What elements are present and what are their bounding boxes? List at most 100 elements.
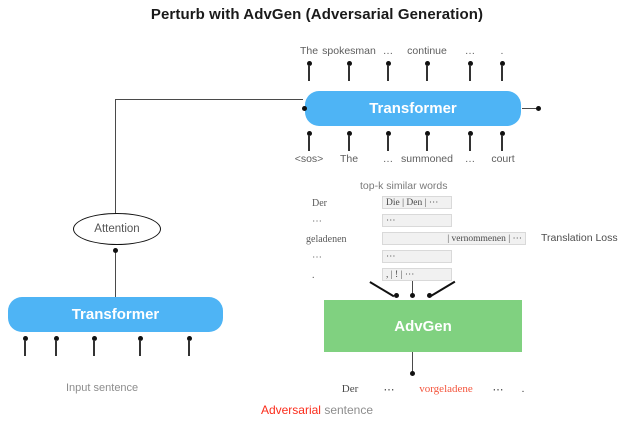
- decoder-input-tokens: <sos> The … summoned … court: [295, 131, 531, 165]
- tick-stem: [387, 65, 389, 81]
- decoder-output-tick: [422, 61, 432, 81]
- decoder-left-port-dot: [302, 106, 307, 111]
- tick-head: [467, 131, 473, 136]
- decoder-input-token: …: [464, 153, 476, 165]
- tick-stem: [24, 340, 26, 356]
- tick-stem: [348, 65, 350, 81]
- adversarial-caption-highlight: Adversarial: [260, 403, 321, 417]
- tick-stem: [308, 135, 310, 151]
- topk-source-word: ⋯: [312, 252, 322, 263]
- decoder-output-token: The: [299, 45, 319, 57]
- tick-stem: [308, 65, 310, 81]
- adversarial-token: Der: [341, 383, 359, 395]
- decoder-output-stub-line: [522, 108, 538, 110]
- tick-stem: [501, 65, 503, 81]
- encoder-to-attention-arrowhead: [113, 248, 118, 253]
- tick-head: [91, 336, 97, 341]
- topk-source-word: ⋯: [312, 216, 322, 227]
- encoder-input-tick: [51, 336, 61, 356]
- adversarial-output-tokens: Der ⋯ vorgeladene ⋯ .: [306, 383, 536, 401]
- decoder-output-tokens: The spokesman … continue … .: [296, 45, 526, 85]
- tick-stem: [387, 135, 389, 151]
- advgen-to-output-line: [412, 352, 414, 374]
- tick-head: [467, 61, 473, 66]
- decoder-output-token: …: [382, 45, 394, 57]
- decoder-input-tick: [422, 131, 432, 151]
- decoder-input-tick: [344, 131, 354, 151]
- decoder-transformer-block[interactable]: Transformer: [305, 91, 521, 126]
- topk-to-advgen-right-arrowhead: [427, 293, 432, 298]
- topk-to-advgen-left-arrowhead: [394, 293, 399, 298]
- decoder-input-tick: [497, 131, 507, 151]
- tick-head: [306, 131, 312, 136]
- tick-head: [385, 131, 391, 136]
- decoder-output-token: …: [464, 45, 476, 57]
- tick-stem: [469, 135, 471, 151]
- decoder-output-token: .: [500, 45, 504, 57]
- topk-to-advgen-middle-arrow: [412, 281, 414, 296]
- decoder-input-tick: [383, 131, 393, 151]
- tick-stem: [188, 340, 190, 356]
- topk-source-word: geladenen: [306, 234, 347, 245]
- adversarial-token: ⋯: [492, 384, 504, 396]
- encoder-transformer-block[interactable]: Transformer: [8, 297, 223, 332]
- translation-loss-label: Translation Loss: [541, 232, 618, 244]
- adversarial-sentence-caption: Adversarial sentence: [0, 403, 634, 417]
- tick-stem: [501, 135, 503, 151]
- tick-head: [499, 61, 505, 66]
- advgen-block[interactable]: AdvGen: [324, 300, 522, 352]
- topk-to-advgen-middle-arrowhead: [410, 293, 415, 298]
- encoder-to-attention-line: [115, 250, 117, 298]
- tick-stem: [469, 65, 471, 81]
- tick-stem: [426, 65, 428, 81]
- input-sentence-caption: Input sentence: [66, 382, 139, 394]
- decoder-input-token: The: [339, 153, 359, 165]
- topk-candidate-box[interactable]: ⋯: [382, 214, 452, 227]
- adversarial-caption-rest: sentence: [320, 403, 374, 417]
- advgen-to-output-arrowhead: [410, 371, 415, 376]
- decoder-output-tick: [304, 61, 314, 81]
- tick-head: [137, 336, 143, 341]
- tick-head: [22, 336, 28, 341]
- attention-node[interactable]: Attention: [73, 213, 161, 245]
- encoder-input-tick: [20, 336, 30, 356]
- topk-candidate-box[interactable]: , | ! | ⋯: [382, 268, 452, 281]
- decoder-input-token: court: [491, 153, 515, 165]
- tick-stem: [139, 340, 141, 356]
- tick-head: [385, 61, 391, 66]
- tick-head: [306, 61, 312, 66]
- adversarial-token: ⋯: [383, 384, 395, 396]
- tick-head: [346, 131, 352, 136]
- topk-source-word: .: [312, 270, 315, 281]
- tick-head: [186, 336, 192, 341]
- tick-head: [53, 336, 59, 341]
- decoder-output-tick: [344, 61, 354, 81]
- encoder-input-tick: [184, 336, 194, 356]
- tick-head: [424, 61, 430, 66]
- topk-source-word: Der: [312, 198, 327, 209]
- attention-to-decoder-vertical-line: [115, 99, 117, 219]
- tick-stem: [426, 135, 428, 151]
- tick-stem: [55, 340, 57, 356]
- adversarial-token: .: [521, 383, 525, 395]
- tick-head: [499, 131, 505, 136]
- decoder-input-tick: [465, 131, 475, 151]
- tick-head: [346, 61, 352, 66]
- topk-candidate-box[interactable]: ⋯: [382, 250, 452, 263]
- decoder-output-tick: [497, 61, 507, 81]
- topk-candidate-box[interactable]: Die | Den | ⋯: [382, 196, 452, 209]
- adversarial-token-highlighted: vorgeladene: [419, 383, 473, 395]
- encoder-input-tick: [89, 336, 99, 356]
- page-title: Perturb with AdvGen (Adversarial Generat…: [150, 6, 484, 23]
- decoder-output-tick: [383, 61, 393, 81]
- decoder-input-tick: [304, 131, 314, 151]
- topk-candidate-box[interactable]: | vernommenen | ⋯: [382, 232, 526, 245]
- decoder-output-token: spokesman: [322, 45, 376, 57]
- decoder-output-stub-dot: [536, 106, 541, 111]
- encoder-input-tick: [135, 336, 145, 356]
- decoder-output-token: continue: [407, 45, 447, 57]
- tick-stem: [93, 340, 95, 356]
- encoder-input-ticks: [8, 336, 223, 360]
- decoder-input-token: …: [382, 153, 394, 165]
